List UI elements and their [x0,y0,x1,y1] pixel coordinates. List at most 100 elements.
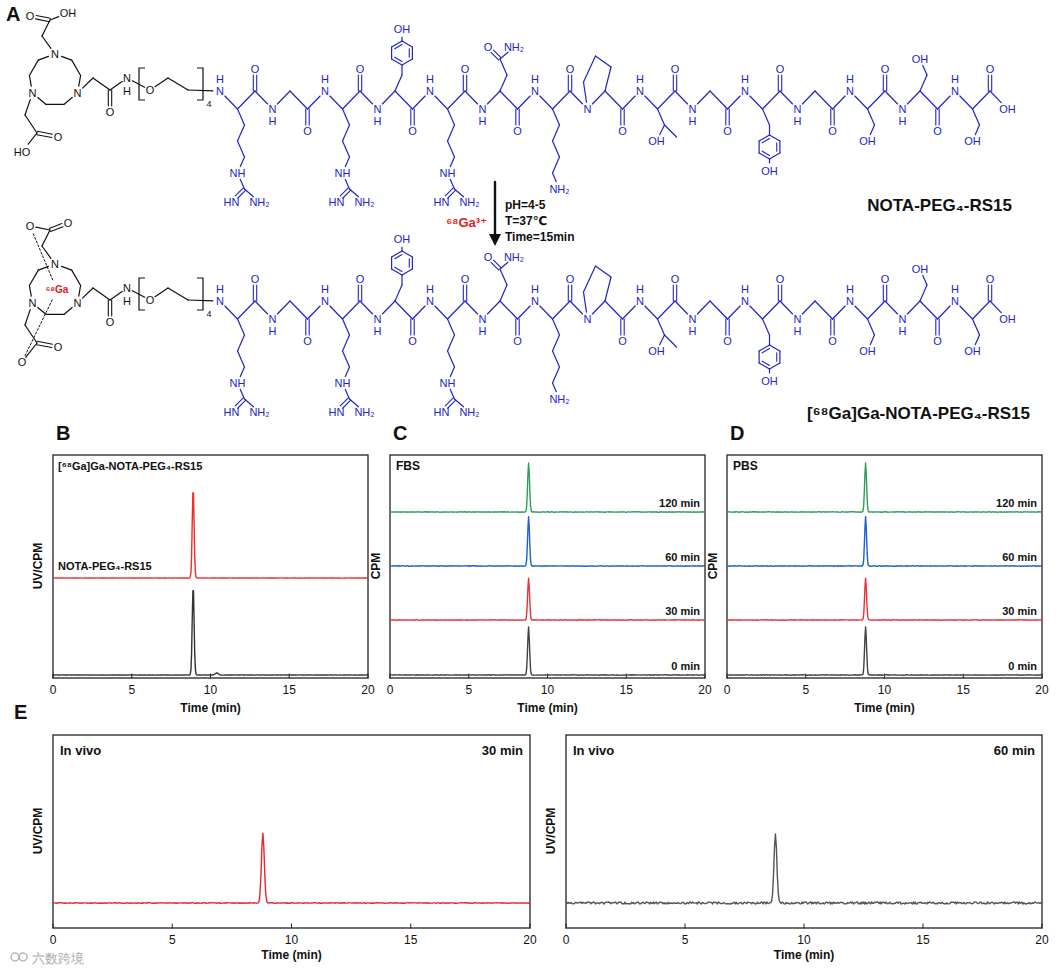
axis-title: CPM [707,553,719,580]
double-bond [36,19,50,22]
chromatogram-trace [727,463,1042,512]
bond-line [395,301,413,319]
double-bond [37,131,52,134]
bond-line [72,270,81,285]
atom-label: H [951,74,959,85]
double-bond [725,319,726,335]
tick-label: 15 [620,684,633,696]
double-bond [36,16,50,19]
atom-label: N [51,49,59,60]
bond-line [973,91,991,109]
atom-label: H [269,326,277,337]
axis-title: Time (min) [180,702,240,714]
tick-label: 10 [541,684,554,696]
atom-label: HN [329,197,345,208]
bond-line [391,257,392,269]
time-label: 60 min [665,552,700,563]
aromatic-bond [395,267,402,271]
atom-label: O [566,274,575,285]
atom-label: O [356,274,365,285]
bond-line [345,389,349,399]
bond-line [83,288,93,298]
bond-line [110,291,122,300]
atom-label: 4 [206,100,211,109]
bond-line [833,96,846,109]
atom-label: OH [912,54,929,65]
watermark-logo [19,953,27,961]
bond-line [225,306,238,319]
tick-label: 5 [802,684,809,696]
atom-label: OH [859,346,876,357]
bond-line [990,301,1001,313]
atom-label: N [531,86,539,97]
bond-line [395,285,402,301]
double-bond [256,285,257,301]
atom-label: N [846,86,854,97]
axis-title: UV/CPM [32,543,44,590]
aromatic-bond [762,139,769,143]
condition-label: T=37℃ [505,215,547,227]
atom-label: NH₂ [504,42,524,53]
bond-line [29,285,31,296]
trace-label: NOTA-PEG₄-RS15 [58,561,152,572]
atom-label: OH [912,264,929,275]
double-bond [519,319,520,335]
bond-line [923,275,927,285]
atom-label: N [321,86,329,97]
bond-line [290,91,308,109]
chromatogram-trace [53,493,368,578]
chromatogram-trace [390,578,705,620]
bond-line [450,389,454,399]
atom-label: HN [224,407,240,418]
bond-line [450,367,454,377]
bond-line [238,301,256,319]
atom-label: O [484,252,493,263]
double-bond [235,188,243,196]
double-bond [781,285,782,301]
atom-label: O [671,274,680,285]
bond-line [448,91,466,109]
atom-label: N [374,314,382,325]
bond-line [238,109,245,125]
bond-line [402,59,412,65]
arrow-head [489,234,501,246]
bond-line [553,319,560,335]
compound-name: [⁶⁸Ga]Ga-NOTA-PEG₄-RS15 [807,405,1030,422]
atom-label: NH [440,378,456,389]
atom-label: NH [230,378,246,389]
atom-label: N [123,283,131,294]
double-bond [778,75,779,91]
atom-label: N [479,314,487,325]
double-bond [515,109,516,125]
atom-label: OH [964,136,981,147]
atom-label: N [794,314,802,325]
bond-line [815,91,833,109]
tick-label: 5 [169,934,176,946]
atom-label: H [269,116,277,127]
bond-line [343,319,350,335]
atom-label: N [636,86,644,97]
bond-line [29,60,38,75]
double-bond [111,90,112,106]
atom-label: O [881,64,890,75]
atom-label: OH [648,136,665,147]
bond-line [50,17,59,20]
atom-label: NH [440,168,456,179]
tick-label: 0 [724,684,731,696]
double-bond [676,75,677,91]
bond-line [28,133,37,144]
atom-label: H [426,284,434,295]
bond-line [188,299,213,301]
bond-line [330,96,343,109]
bond-line [623,306,636,319]
atom-label: H [216,284,224,295]
bond-line [975,125,979,135]
atom-label: N [216,86,224,97]
atom-label: O [933,126,942,137]
atom-label: 4 [206,310,211,319]
bond-line [605,67,611,91]
panel-letter: E [14,702,27,722]
bond-line [660,335,665,345]
